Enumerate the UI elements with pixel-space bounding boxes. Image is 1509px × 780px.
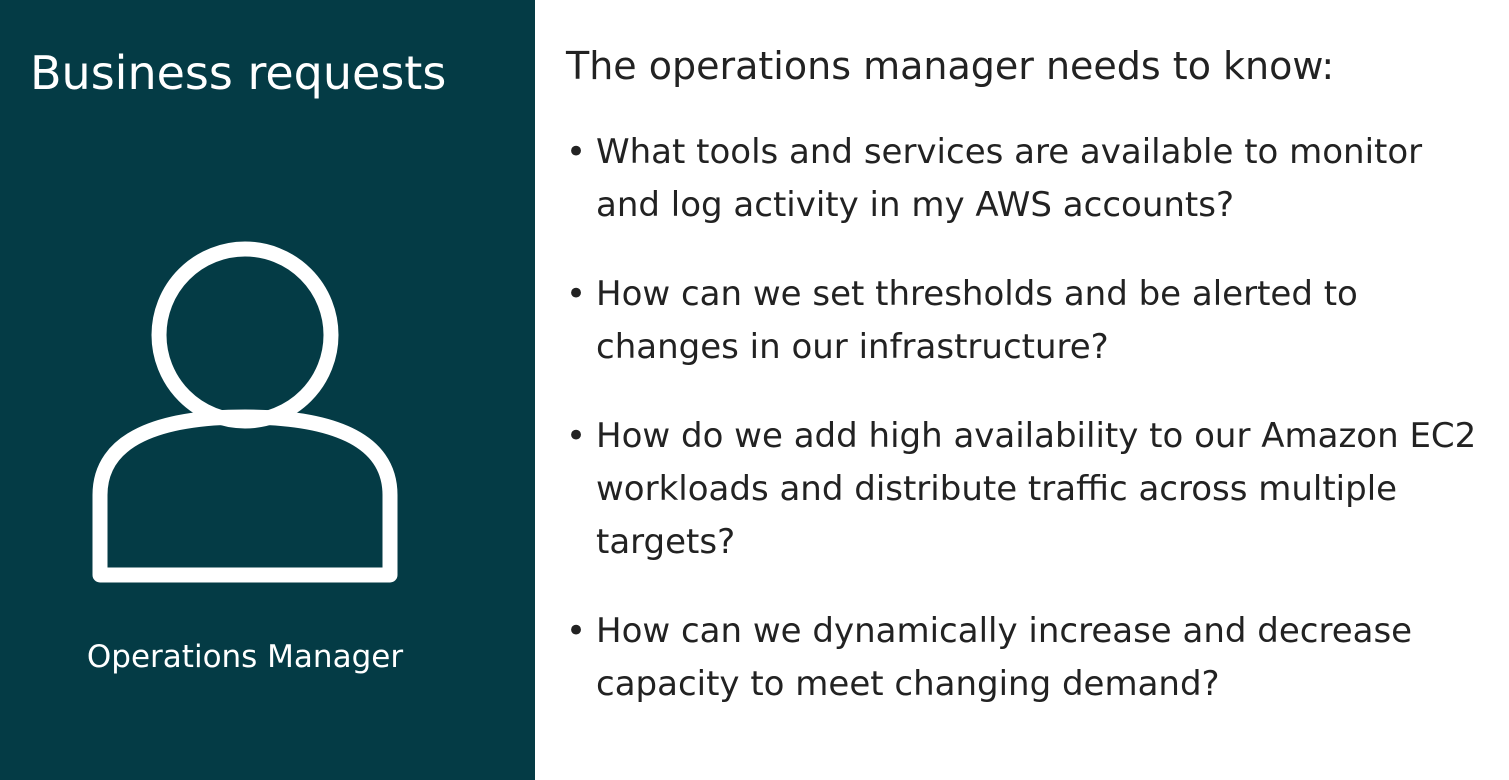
person-icon [92,241,398,583]
bullet: • [566,611,587,651]
bullet: • [566,274,587,314]
role-label: Operations Manager [86,639,404,675]
panel-title: Business requests [30,46,447,100]
question-text: How do we add high availability to our A… [596,416,1477,562]
bullet: • [566,416,587,456]
question-text: How can we set thresholds and be alerted… [596,274,1358,367]
question-text: What tools and services are available to… [596,132,1423,225]
question-text: How can we dynamically increase and decr… [596,611,1413,704]
left-panel: Business requests Operations Manager [0,0,535,780]
bullet: • [566,132,587,172]
right-heading: The operations manager needs to know: [566,44,1335,88]
